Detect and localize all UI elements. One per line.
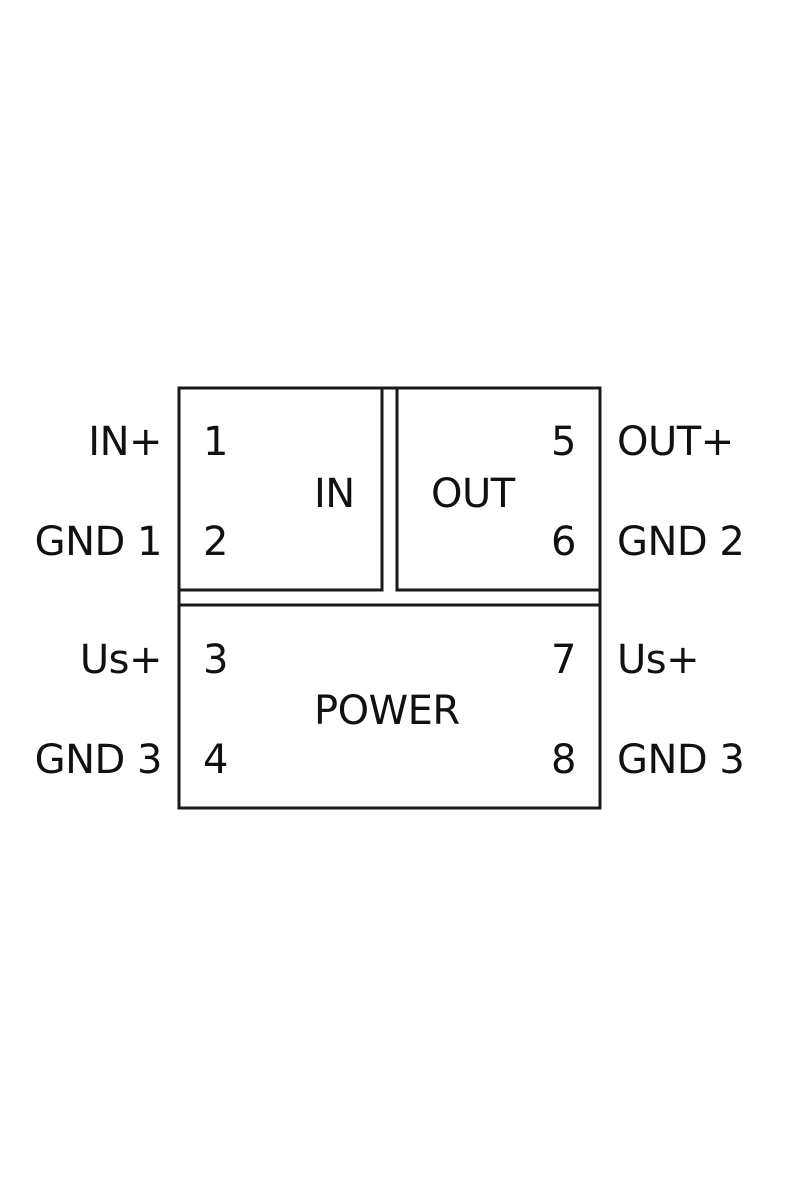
power-block-label: POWER <box>314 688 460 734</box>
pin-number: 6 <box>551 519 576 565</box>
left-signal-label: GND 3 <box>34 737 163 783</box>
left-signal-label: IN+ <box>88 419 162 465</box>
in-block-label: IN <box>314 471 355 517</box>
right-signal-label: GND 3 <box>617 737 745 783</box>
left-signal-label: Us+ <box>79 637 163 683</box>
pin-number: 3 <box>203 637 228 683</box>
pin-number: 4 <box>203 737 228 783</box>
pin-number: 7 <box>551 637 576 683</box>
in-block-outline <box>177 386 384 592</box>
right-signal-label: OUT+ <box>617 419 734 465</box>
power-block-outline <box>177 603 602 810</box>
out-block-outline <box>395 386 602 592</box>
right-signal-label: GND 2 <box>617 519 745 565</box>
out-block-label: OUT <box>431 471 515 517</box>
pin-number: 5 <box>551 419 576 465</box>
right-signal-label: Us+ <box>617 637 700 683</box>
pin-number: 2 <box>203 519 228 565</box>
pin-number: 1 <box>203 419 228 465</box>
left-signal-label: GND 1 <box>34 519 163 565</box>
pin-number: 8 <box>551 737 576 783</box>
